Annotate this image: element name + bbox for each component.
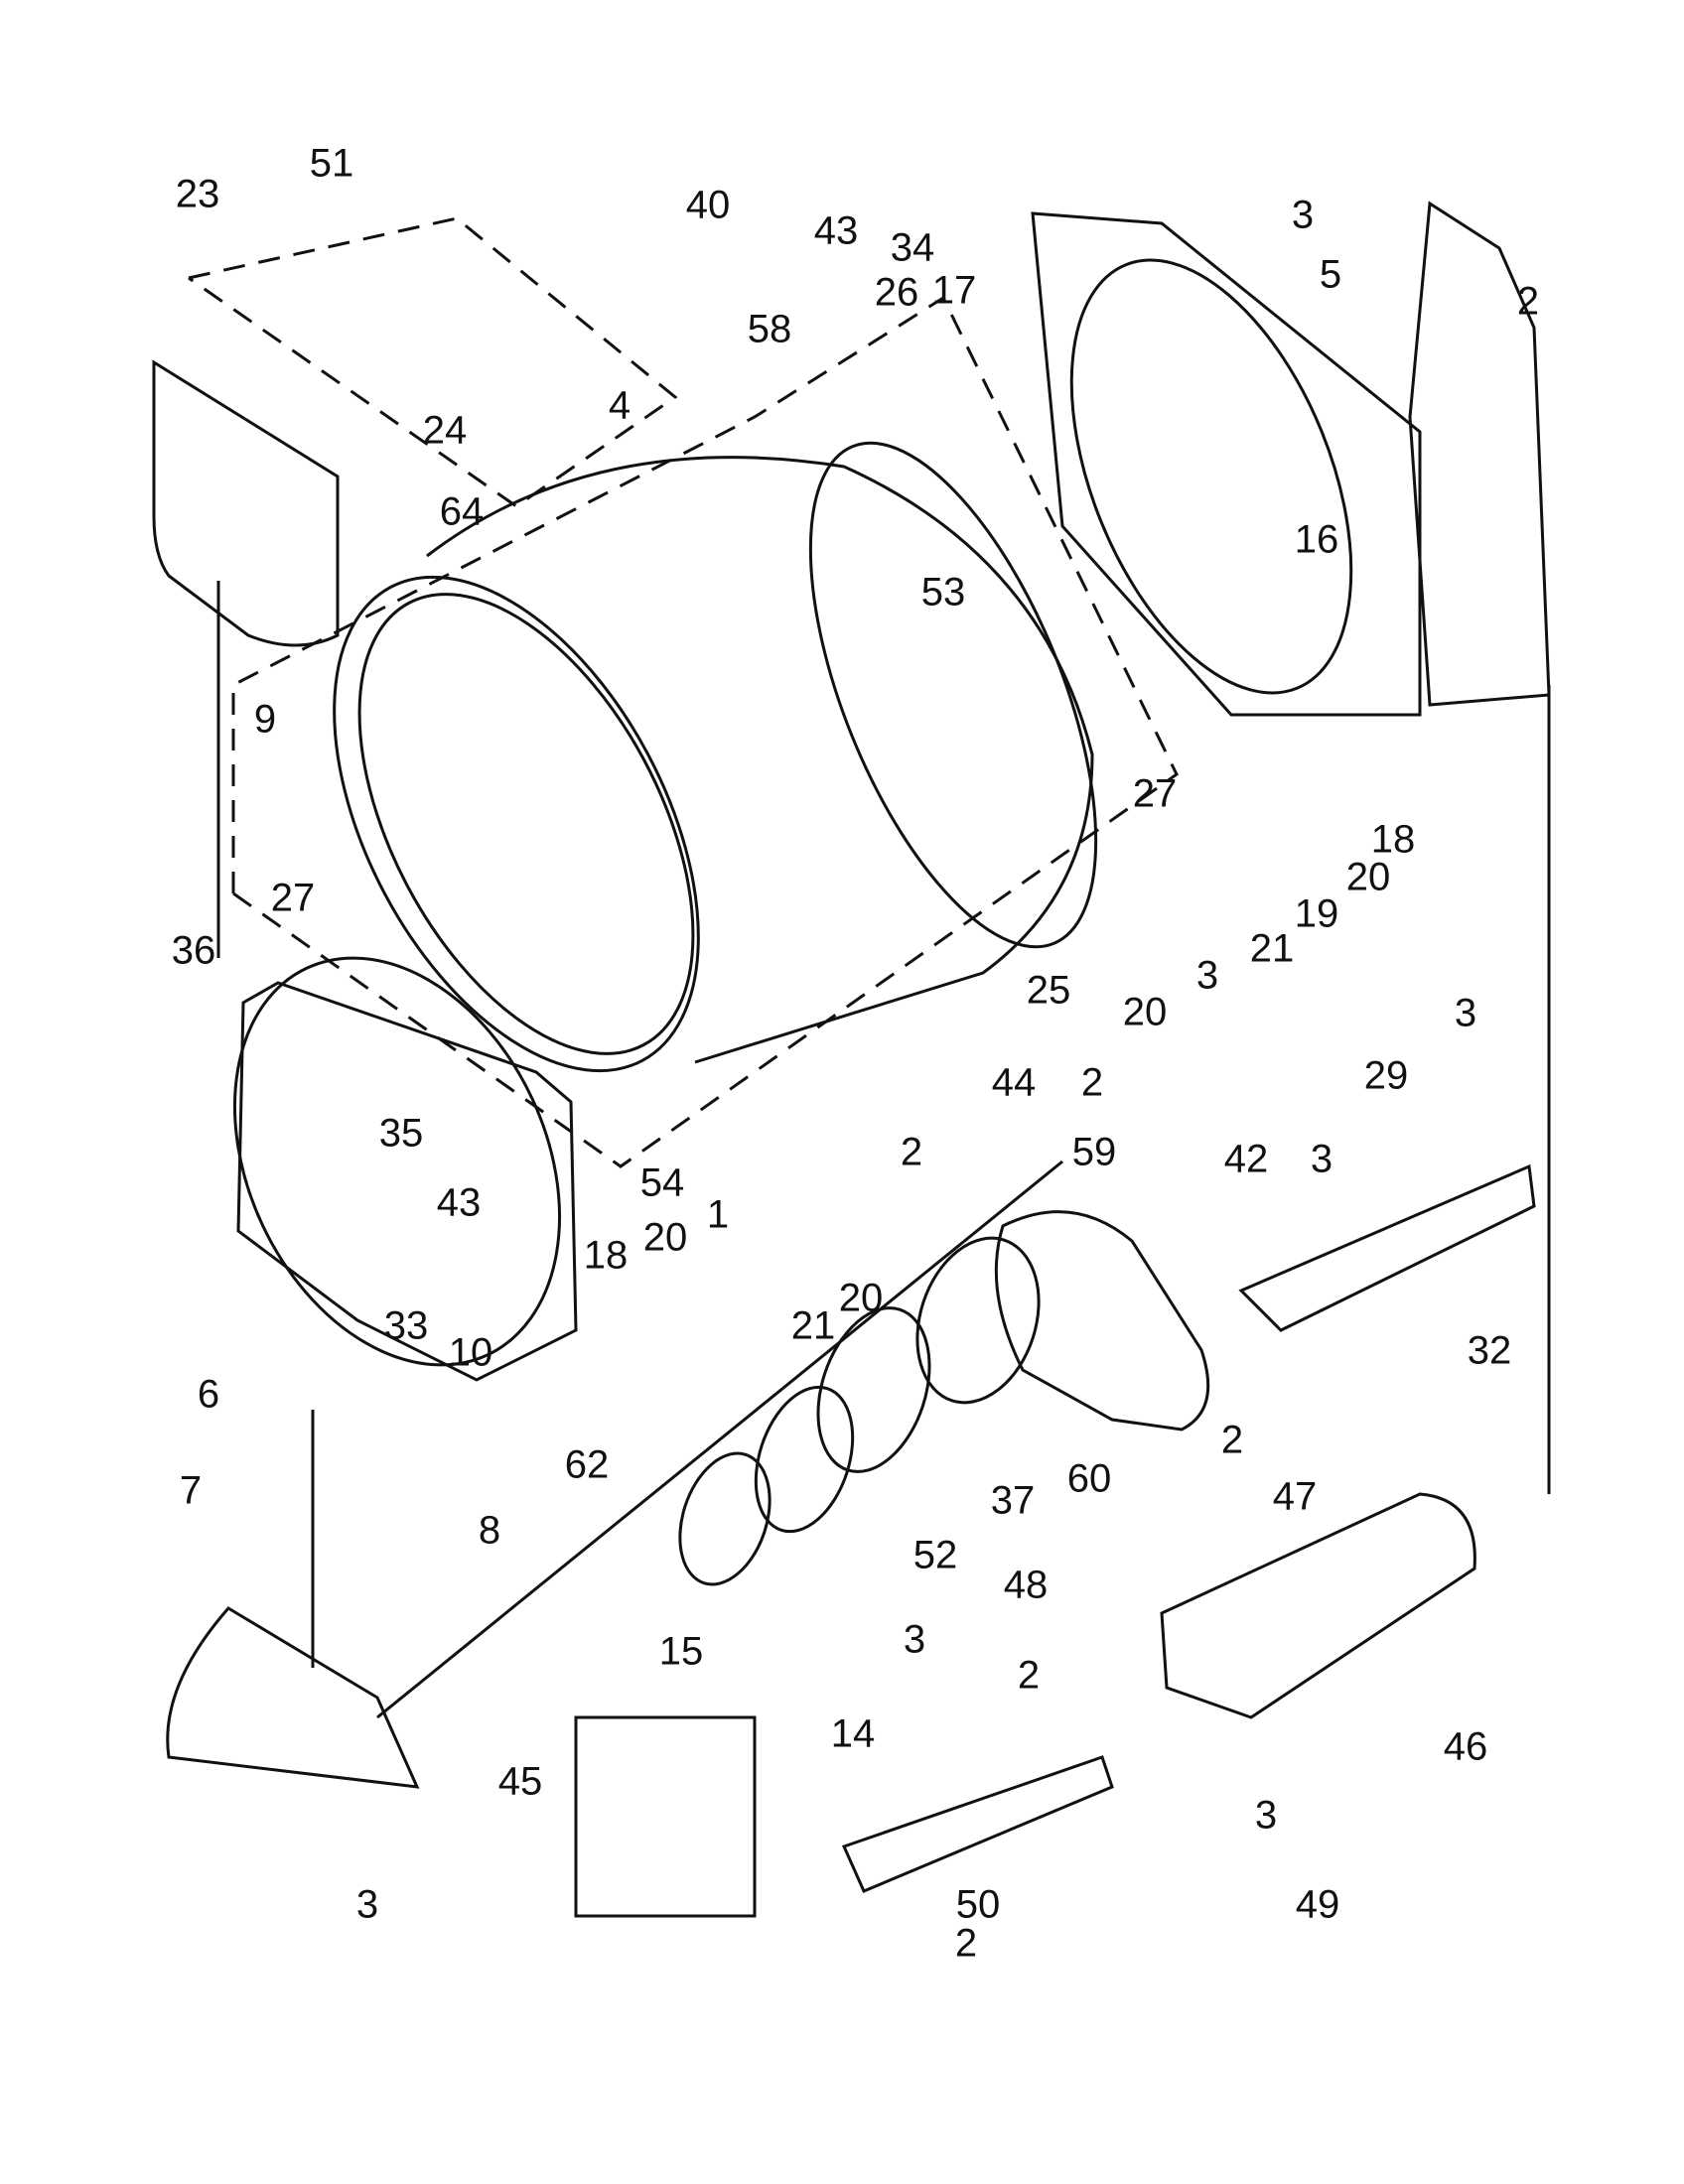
part-callout-27: 27 [271, 877, 316, 920]
part-callout-21: 21 [791, 1304, 836, 1348]
part-callout-20: 20 [1346, 856, 1391, 899]
part-callout-42: 42 [1224, 1138, 1269, 1181]
part-callout-52: 52 [913, 1534, 958, 1577]
part-callout-17: 17 [932, 269, 977, 313]
part-callout-3: 3 [1455, 992, 1476, 1035]
part-callout-10: 10 [449, 1331, 493, 1375]
wire-kit-box [574, 1715, 757, 1918]
lint-assembly-box [188, 216, 678, 508]
part-callout-43: 43 [814, 209, 859, 253]
part-callout-26: 26 [875, 271, 919, 315]
front-bulkhead-opening [232, 956, 562, 1367]
part-callout-7: 7 [180, 1469, 202, 1513]
part-callout-9: 9 [254, 698, 276, 742]
part-callout-3: 3 [1292, 194, 1314, 237]
part-callout-53: 53 [921, 571, 966, 614]
heating-element [841, 1755, 1114, 1893]
part-callout-37: 37 [991, 1479, 1036, 1523]
part-callout-48: 48 [1004, 1564, 1049, 1607]
part-callout-2: 2 [1081, 1061, 1103, 1105]
part-callout-2: 2 [901, 1131, 922, 1174]
part-callout-2: 2 [1221, 1419, 1243, 1462]
leader-line [376, 1160, 1063, 1719]
part-callout-58: 58 [748, 308, 792, 351]
part-callout-49: 49 [1296, 1883, 1340, 1927]
part-callout-4: 4 [609, 384, 631, 428]
heater-duct [1160, 1492, 1476, 1719]
part-callout-6: 6 [198, 1373, 219, 1417]
rear-bulkhead-opening [1069, 258, 1353, 695]
seal-62 [678, 1451, 772, 1586]
part-callout-36: 36 [172, 929, 216, 973]
part-callout-46: 46 [1444, 1725, 1488, 1769]
part-callout-5: 5 [1320, 253, 1341, 297]
part-callout-40: 40 [686, 184, 731, 227]
lint-screen [152, 359, 340, 647]
part-callout-20: 20 [1123, 991, 1168, 1034]
part-callout-45: 45 [498, 1760, 543, 1804]
part-callout-47: 47 [1273, 1475, 1318, 1519]
part-callout-34: 34 [891, 226, 935, 270]
part-callout-20: 20 [839, 1277, 884, 1320]
part-callout-35: 35 [379, 1112, 424, 1156]
drum-front-ring-inner [357, 593, 695, 1055]
part-callout-14: 14 [831, 1712, 876, 1756]
part-callout-54: 54 [640, 1161, 685, 1205]
part-callout-2: 2 [1018, 1654, 1040, 1698]
part-callout-60: 60 [1067, 1457, 1112, 1501]
drum-body [426, 456, 1094, 1064]
part-callout-27: 27 [1133, 772, 1178, 816]
part-callout-3: 3 [1255, 1794, 1277, 1838]
part-callout-33: 33 [384, 1304, 429, 1348]
part-callout-15: 15 [659, 1630, 704, 1674]
part-callout-25: 25 [1027, 969, 1071, 1013]
part-callout-1: 1 [707, 1193, 729, 1237]
part-callout-23: 23 [176, 173, 220, 216]
part-callout-59: 59 [1072, 1131, 1117, 1174]
part-callout-3: 3 [904, 1618, 925, 1662]
part-callout-24: 24 [423, 409, 468, 453]
drum-front-ring [333, 575, 700, 1073]
front-bulkhead [236, 981, 578, 1382]
part-callout-2: 2 [955, 1922, 977, 1966]
part-callout-51: 51 [310, 142, 354, 186]
part-callout-44: 44 [992, 1061, 1037, 1105]
part-callout-3: 3 [356, 1883, 378, 1927]
part-callout-50: 50 [956, 1883, 1001, 1927]
part-callout-3: 3 [1196, 954, 1218, 998]
part-callout-16: 16 [1295, 518, 1339, 562]
part-callout-64: 64 [440, 490, 485, 534]
part-callout-20: 20 [643, 1216, 688, 1260]
seal-52 [754, 1385, 855, 1534]
toe-panel [166, 1606, 420, 1789]
part-callout-18: 18 [584, 1234, 629, 1278]
part-callout-21: 21 [1250, 927, 1295, 971]
part-callout-43: 43 [437, 1181, 482, 1225]
drum-assembly-box [231, 295, 1179, 1168]
blower-housing [994, 1210, 1210, 1432]
part-callout-3: 3 [1311, 1138, 1333, 1181]
part-callout-19: 19 [1295, 892, 1339, 936]
part-callout-62: 62 [565, 1443, 610, 1487]
exhaust-duct [1238, 1163, 1536, 1332]
part-callout-32: 32 [1468, 1329, 1512, 1373]
seal-60 [915, 1236, 1041, 1405]
part-callout-18: 18 [1371, 818, 1416, 862]
part-callout-8: 8 [479, 1509, 500, 1553]
part-callout-2: 2 [1517, 280, 1539, 324]
drum-rear-ring [808, 441, 1098, 949]
rear-bulkhead [1031, 211, 1422, 717]
part-callout-29: 29 [1364, 1054, 1409, 1098]
